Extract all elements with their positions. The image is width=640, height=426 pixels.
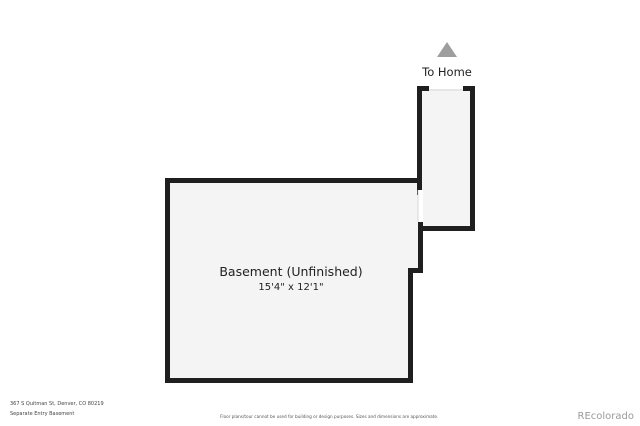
corridor-doorway: [418, 190, 423, 222]
property-address: 367 S Quitman St, Denver, CO 80219: [10, 401, 104, 407]
to-home-arrow-icon: [437, 42, 457, 57]
corridor-right-wall: [470, 86, 475, 231]
disclaimer-text: Floor plans/tour cannot be used for buil…: [220, 414, 439, 419]
basement-floor-main: [168, 181, 420, 380]
wall-bottom: [165, 378, 413, 383]
to-home-label: To Home: [421, 65, 472, 79]
room-name: Basement (Unfinished): [219, 264, 362, 279]
wall-right-lower: [408, 268, 413, 383]
basement-walls: [165, 178, 423, 383]
corridor-top-right-cap: [463, 86, 475, 91]
wall-top: [165, 178, 422, 183]
watermark-logo: REcolorado: [577, 411, 634, 422]
corridor-top-left-cap: [417, 86, 429, 91]
wall-notch: [408, 268, 422, 273]
wall-right-upper: [418, 222, 423, 273]
basement-floor: [168, 89, 472, 227]
corridor-bottom-wall: [418, 226, 475, 231]
entry-corridor-walls: [417, 86, 475, 231]
room-dimensions: 15'4" x 12'1": [258, 282, 323, 293]
wall-left: [165, 178, 170, 383]
corridor-left-wall: [417, 86, 422, 195]
plan-name: Separate Entry Basement: [10, 411, 75, 417]
